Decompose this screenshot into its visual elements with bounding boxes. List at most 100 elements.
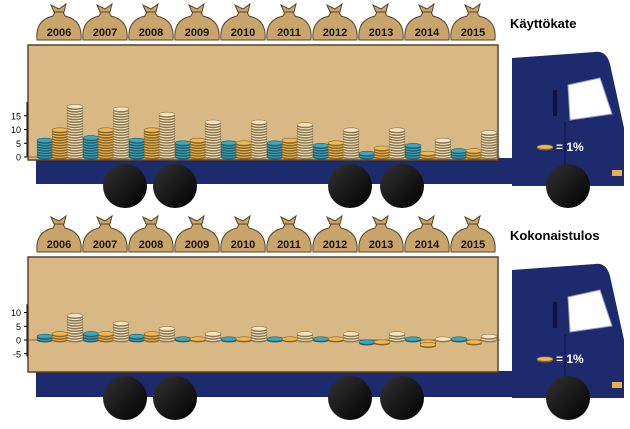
bar-2008-s3 (158, 111, 176, 160)
moneybag-knot (142, 2, 159, 13)
coin-face (189, 336, 207, 342)
bar-2007-s2 (97, 331, 115, 343)
bar-2011-s1 (266, 140, 284, 160)
bar-2012-s3 (342, 331, 360, 343)
coin-face (82, 331, 100, 337)
coin-face (204, 119, 222, 125)
moneybag-2015: 2015 (450, 2, 496, 41)
bar-2009-s2 (189, 336, 207, 343)
y-tick-label: 10 (11, 125, 21, 135)
moneybag-knot (96, 214, 113, 225)
moneybag-2014: 2014 (404, 2, 450, 41)
bar-2015-s2 (465, 148, 483, 160)
bar-2015-s1 (450, 148, 468, 160)
coin-face (404, 143, 422, 149)
coin-face (97, 127, 115, 133)
bar-2007-s3 (112, 106, 130, 160)
coin-face (480, 333, 498, 339)
year-label: 2013 (369, 239, 393, 251)
wheel-1 (103, 164, 147, 208)
coin-face (220, 336, 238, 342)
coin-face (128, 137, 146, 143)
bar-2014-s2 (419, 339, 437, 348)
year-label: 2006 (47, 27, 71, 39)
chart-title: Kokonaistulos (510, 228, 600, 243)
bar-2008-s1 (128, 137, 146, 160)
coin-face (112, 106, 130, 112)
wheel-3 (328, 376, 372, 420)
moneybag-knot (234, 2, 251, 13)
moneybag-2012: 2012 (312, 214, 358, 253)
year-label: 2015 (461, 27, 485, 39)
coin-face (143, 331, 161, 337)
coin-face (327, 140, 345, 146)
bar-2009-s3 (204, 119, 222, 160)
coin-icon (536, 356, 554, 363)
bar-2015-s2 (465, 339, 483, 346)
coin-face (204, 331, 222, 337)
coin-face (388, 331, 406, 337)
moneybag-2008: 2008 (128, 214, 174, 253)
coin-face (143, 127, 161, 133)
bar-2013-s1 (358, 339, 376, 346)
coin-face (358, 150, 376, 156)
truck-window (567, 77, 613, 121)
bar-2008-s1 (128, 333, 146, 343)
year-label: 2007 (93, 27, 117, 39)
bar-2012-s2 (327, 140, 345, 160)
bar-2010-s2 (235, 336, 253, 343)
bar-2014-s3 (434, 137, 452, 160)
moneybag-knot (142, 214, 159, 225)
bar-2009-s1 (174, 140, 192, 160)
bar-2010-s1 (220, 140, 238, 160)
y-tick-label: 5 (16, 322, 21, 332)
coin-face (112, 320, 130, 326)
year-label: 2011 (277, 239, 301, 251)
bar-2015-s3 (480, 130, 498, 160)
y-tick-label: 15 (11, 111, 21, 121)
moneybag-2008: 2008 (128, 2, 174, 41)
moneybag-2007: 2007 (82, 214, 128, 253)
moneybag-2009: 2009 (174, 2, 220, 41)
bar-2006-s3 (66, 313, 84, 343)
bar-2011-s2 (281, 137, 299, 160)
coin-face (158, 111, 176, 117)
moneybag-2014: 2014 (404, 214, 450, 253)
bar-2007-s1 (82, 135, 100, 160)
bar-2011-s3 (296, 122, 314, 160)
bar-2006-s2 (51, 127, 69, 160)
coin-face (66, 313, 84, 319)
bar-2011-s2 (281, 336, 299, 343)
coin-face (312, 143, 330, 149)
truck-headlight (612, 382, 622, 388)
coin-face (404, 336, 422, 342)
bar-2012-s1 (312, 143, 330, 160)
coin-face (450, 148, 468, 154)
year-label: 2008 (139, 239, 163, 251)
bar-2010-s3 (250, 119, 268, 160)
moneybag-2011: 2011 (266, 214, 312, 253)
bar-2013-s3 (388, 331, 406, 343)
year-label: 2015 (461, 239, 485, 251)
y-tick-label: 0 (16, 153, 21, 163)
year-label: 2007 (93, 239, 117, 251)
legend-label: = 1% (556, 352, 584, 366)
y-tick-label: 0 (16, 336, 21, 346)
moneybag-knot (50, 2, 67, 13)
coin-face (220, 140, 238, 146)
truck-window (567, 289, 613, 333)
coin-face (189, 137, 207, 143)
wheel-4 (380, 376, 424, 420)
moneybag-knot (188, 214, 205, 225)
bar-2006-s1 (36, 333, 54, 343)
year-label: 2008 (139, 27, 163, 39)
wheel-2 (153, 164, 197, 208)
truck-headlight (612, 170, 622, 176)
coin-face (250, 119, 268, 125)
bar-2010-s1 (220, 336, 238, 343)
moneybag-2013: 2013 (358, 214, 404, 253)
bar-2011-s1 (266, 336, 284, 343)
moneybag-knot (418, 214, 435, 225)
